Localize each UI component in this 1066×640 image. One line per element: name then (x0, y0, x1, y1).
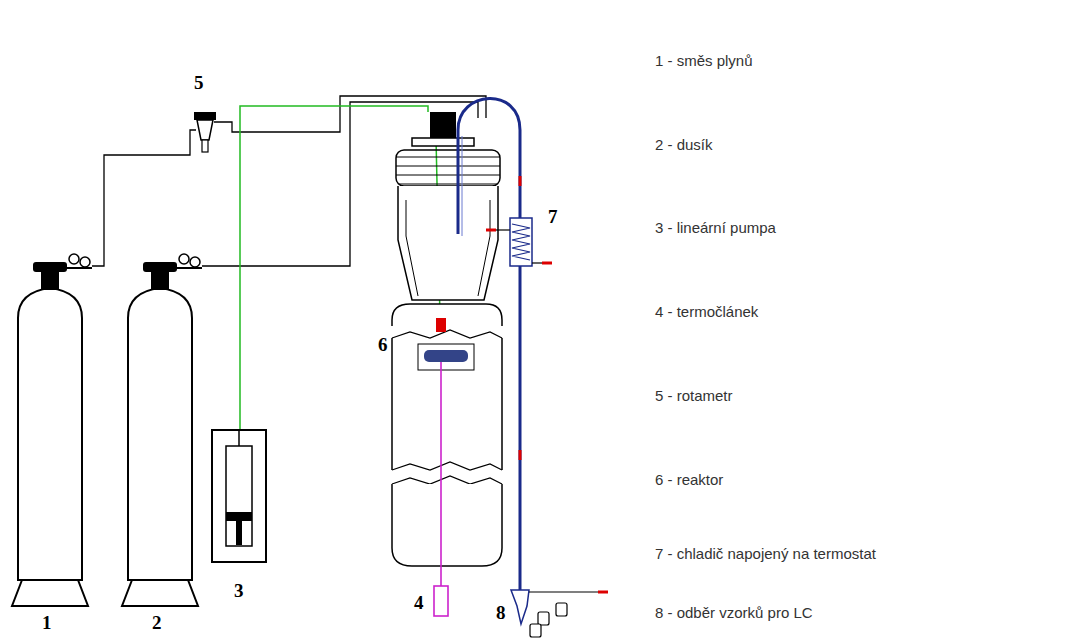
gas-cylinder (12, 580, 88, 606)
callout-number: 8 (494, 602, 508, 624)
callout-number: 4 (412, 592, 426, 614)
sampling-tube-inner (462, 136, 463, 236)
gas-cylinder (69, 254, 79, 264)
sample-collector (598, 591, 608, 594)
cooler (486, 229, 510, 230)
cooler (532, 262, 552, 263)
reactor-vessel (398, 186, 498, 300)
callout-number: 7 (546, 206, 560, 228)
legend-text: 8 - odběr vzorků pro LC (655, 604, 813, 621)
legend-text: 4 - termočlánek (655, 303, 758, 320)
gas-cylinder (12, 254, 92, 606)
tube-mark (519, 176, 522, 186)
callout-number: 6 (376, 334, 390, 356)
legend-text: 6 - reaktor (655, 471, 723, 488)
linear-pump (226, 512, 252, 521)
legend-text: 1 - směs plynů (655, 52, 753, 69)
callout-number: 1 (40, 612, 54, 634)
gas-cylinder (179, 254, 189, 264)
gas-cylinder (41, 270, 59, 290)
rotameter (197, 120, 213, 140)
gas-cylinder (128, 288, 192, 580)
reactor-vessel (424, 350, 468, 362)
gas-line (92, 130, 196, 266)
reactor-vessel (396, 150, 500, 186)
reactor-vessel (392, 304, 502, 326)
gas-cylinder (122, 580, 198, 606)
legend-text: 5 - rotametr (655, 387, 733, 404)
sampling-tube (458, 98, 520, 590)
reactor-vessel (392, 484, 502, 566)
gas-cylinder (18, 288, 82, 580)
gas-cylinder (122, 254, 202, 606)
linear-pump (212, 430, 266, 562)
thermocouple (434, 362, 448, 616)
gas-cylinder (190, 257, 200, 267)
thermocouple (440, 362, 442, 586)
rotameter (194, 112, 216, 152)
sample-collector (538, 612, 549, 625)
cooler (542, 262, 552, 265)
linear-pump (212, 430, 266, 562)
linear-pump (238, 430, 240, 446)
cooler (512, 224, 530, 260)
legend-text: 2 - dusík (655, 136, 713, 153)
sample-collector (511, 590, 529, 624)
cooler (486, 229, 496, 232)
reactor-vessel (392, 330, 502, 338)
callout-number: 5 (192, 72, 206, 94)
thermocouple (434, 586, 448, 616)
reactor-vessel (430, 112, 456, 138)
cooler (510, 218, 532, 266)
legend-text: 3 - lineární pumpa (655, 219, 776, 236)
cooler (486, 218, 552, 266)
reactor-vessel (392, 338, 502, 470)
reactor-vessel (436, 318, 446, 332)
callout-number: 2 (150, 612, 164, 634)
rotameter (194, 112, 216, 120)
callout-number: 3 (232, 580, 246, 602)
legend-text: 7 - chladič napojený na termostat (655, 545, 876, 562)
sample-collector (529, 591, 606, 592)
sample-collector (530, 624, 541, 637)
reactor-vessel (418, 344, 474, 370)
rotameter (202, 140, 208, 152)
gas-cylinder (151, 270, 169, 290)
sample-collector (511, 590, 608, 637)
reactor-vessel (392, 476, 502, 484)
reactor-vessel (412, 138, 474, 146)
tube-mark (519, 450, 522, 460)
linear-pump (226, 446, 252, 546)
reactor-vessel (392, 462, 502, 470)
sample-collector (556, 603, 567, 616)
linear-pump (236, 521, 242, 545)
reactor-vessel (406, 200, 490, 296)
gas-cylinder (80, 257, 90, 267)
reactor-vessel (392, 112, 502, 566)
